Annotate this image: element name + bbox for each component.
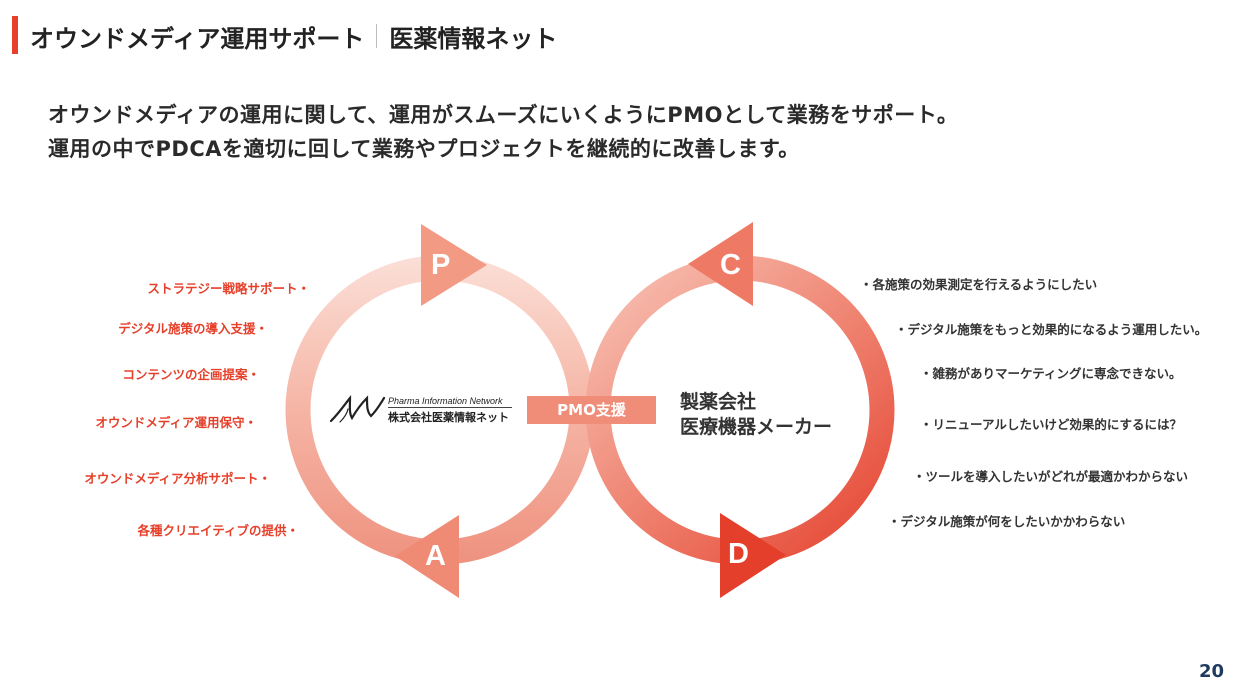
logo-company-name: 株式会社医薬情報ネット bbox=[388, 411, 509, 424]
arrow-p bbox=[421, 224, 487, 306]
page-number: 20 bbox=[1198, 661, 1224, 682]
page-header: オウンドメディア運用サポート 医薬情報ネット bbox=[30, 18, 557, 54]
client-name: 医薬情報ネット bbox=[389, 24, 558, 53]
left-item-media-analysis: オウンドメディア分析サポート・ bbox=[84, 471, 271, 486]
svg-text:P: P bbox=[431, 249, 450, 281]
maker-label: 製薬会社 医療機器メーカー bbox=[680, 390, 832, 440]
right-item-effective: ・デジタル施策をもっと効果的になるよう運用したい。 bbox=[895, 322, 1208, 337]
left-item-creative: 各種クリエイティブの提供・ bbox=[137, 523, 299, 538]
pharma-logo-icon bbox=[329, 394, 386, 423]
logo-underline bbox=[388, 407, 512, 408]
left-item-content-plan: コンテンツの企画提案・ bbox=[122, 367, 260, 382]
arrow-d bbox=[720, 513, 786, 598]
left-item-digital-intro: デジタル施策の導入支援・ bbox=[118, 321, 268, 336]
arrow-c bbox=[688, 222, 753, 306]
header-separator bbox=[376, 24, 378, 48]
header-accent-bar bbox=[12, 16, 18, 54]
intro-line-1: オウンドメディアの運用に関して、運用がスムーズにいくようにPMOとして業務をサポ… bbox=[48, 103, 959, 127]
arrow-a bbox=[395, 515, 459, 598]
maker-line-2: 医療機器メーカー bbox=[680, 416, 833, 438]
label-p: P bbox=[431, 249, 450, 281]
intro-line-2: 運用の中でPDCAを適切に回して業務やプロジェクトを継続的に改善します。 bbox=[48, 137, 800, 161]
left-item-media-maintenance: オウンドメディア運用保守・ bbox=[95, 415, 257, 430]
label-c: C bbox=[720, 249, 741, 281]
maker-line-1: 製薬会社 bbox=[680, 391, 757, 413]
intro-text: オウンドメディアの運用に関して、運用がスムーズにいくようにPMOとして業務をサポ… bbox=[48, 98, 958, 166]
right-item-renewal: ・リニューアルしたいけど効果的にするには？ bbox=[920, 417, 1183, 432]
svg-text:A: A bbox=[425, 540, 446, 572]
right-item-unclear: ・デジタル施策が何をしたいかかわらない bbox=[888, 514, 1126, 529]
right-item-tool: ・ツールを導入したいがどれが最適かわからない bbox=[913, 469, 1189, 484]
label-a: A bbox=[425, 540, 446, 572]
label-d: D bbox=[728, 538, 749, 570]
logo-network-name: Pharma Information Network bbox=[388, 396, 503, 406]
svg-text:D: D bbox=[728, 538, 749, 570]
svg-text:C: C bbox=[720, 249, 741, 281]
left-item-strategy: ストラテジー戦略サポート・ bbox=[147, 281, 310, 296]
right-item-chores: ・雑務がありマーケティングに専念できない。 bbox=[920, 366, 1182, 381]
page-title: オウンドメディア運用サポート bbox=[30, 24, 365, 53]
pmo-support-label: PMO支援 bbox=[557, 401, 626, 419]
right-item-measure: ・各施策の効果測定を行えるようにしたい bbox=[860, 277, 1098, 292]
pmo-support-box bbox=[527, 396, 656, 424]
